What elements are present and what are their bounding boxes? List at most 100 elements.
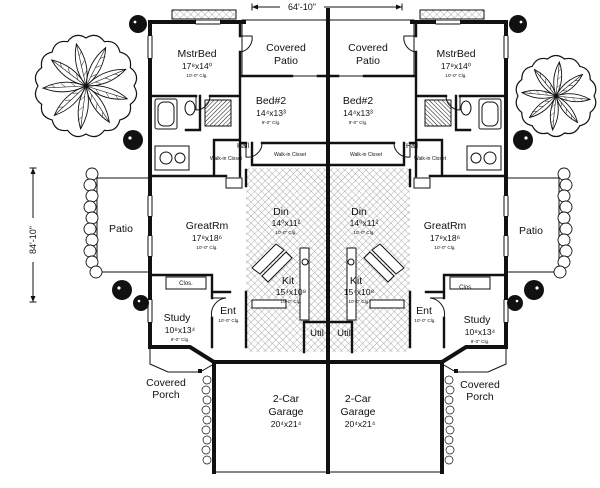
tree-vein xyxy=(78,50,83,57)
tree-vein xyxy=(550,112,555,116)
right-patio-label: Patio xyxy=(519,225,543,237)
tree-vein xyxy=(96,103,98,110)
right-hall-label: Hall xyxy=(406,143,419,150)
right-master-bed-label: MstrBed xyxy=(436,48,475,60)
tree-vein xyxy=(68,67,70,74)
tree-branch xyxy=(76,43,87,87)
right-bed2-size: 14⁴x13³ xyxy=(343,108,373,118)
tree-icon xyxy=(515,54,597,138)
tree-icon xyxy=(34,34,138,138)
tree-branch xyxy=(54,85,87,116)
tree-vein xyxy=(563,96,568,101)
right-dining-ceiling: 10'-0" Clg. xyxy=(353,230,374,235)
tree-branch xyxy=(85,47,106,87)
depth-dimension-label: 84'-10" xyxy=(28,226,38,254)
tree-branch xyxy=(85,85,110,123)
left-garage-size: 20⁴x21⁴ xyxy=(271,419,302,429)
left-master-bed-size: 17⁸x14⁰ xyxy=(182,61,213,71)
tree-vein xyxy=(556,84,561,89)
tree-vein xyxy=(558,68,562,72)
left-bath-closet-label: Walk-in Closet xyxy=(210,156,243,162)
left-covered-porch-label-1: Covered xyxy=(146,377,186,389)
tree-branch xyxy=(555,95,578,123)
right-dining-label: Din xyxy=(351,206,367,218)
right-great-room-size: 17⁸x18⁶ xyxy=(430,233,460,243)
tree-vein xyxy=(76,74,79,80)
left-kitchen-ceiling: 10'-0" Clg. xyxy=(280,299,301,304)
left-study-closet-label: Clos. xyxy=(179,281,193,287)
left-master-bed-label: MstrBed xyxy=(177,48,216,60)
right-great-room-ceiling: 10'-0" Clg. xyxy=(434,245,455,250)
tree-vein xyxy=(557,76,562,80)
left-dining-ceiling: 10'-0" Clg. xyxy=(275,230,296,235)
right-kitchen-label: Kit xyxy=(350,275,362,287)
right-dining-size: 14⁰x11² xyxy=(350,218,379,228)
left-master-bed-ceiling: 10'-0" Clg. xyxy=(186,73,207,78)
tree-vein xyxy=(90,74,97,78)
tree-branch xyxy=(521,92,557,97)
right-study-size: 10⁸x13⁴ xyxy=(465,327,496,337)
left-utility-label: Util xyxy=(310,328,324,339)
tree-vein xyxy=(104,77,111,80)
right-study-label: Study xyxy=(464,314,492,326)
right-garage-label-2: Garage xyxy=(340,406,375,418)
right-master-bed-ceiling: 10'-0" Clg. xyxy=(445,73,466,78)
right-master-bed-size: 17⁸x14⁰ xyxy=(441,61,472,71)
tree-vein xyxy=(90,94,92,101)
right-covered-patio-label-2: Patio xyxy=(356,55,380,67)
tree-vein xyxy=(50,83,56,88)
right-covered-porch-label-1: Covered xyxy=(460,379,500,391)
left-unit-labels: MstrBed 17⁸x14⁰ 10'-0" Clg. Covered Pati… xyxy=(109,42,324,429)
left-bed2-size: 14⁴x13³ xyxy=(256,108,286,118)
right-unit-labels: MstrBed 17⁸x14⁰ 10'-0" Clg. Covered Pati… xyxy=(337,42,543,429)
tree-vein xyxy=(536,90,540,95)
right-study-ceiling: 9'-0" Clg. xyxy=(471,339,490,344)
left-entry-label: Ent xyxy=(220,305,236,317)
left-great-room-size: 17⁸x18⁶ xyxy=(192,233,222,243)
tree-vein xyxy=(77,116,83,121)
tree-branch xyxy=(555,74,583,97)
tree-vein xyxy=(81,60,85,67)
left-garage-label-2: Garage xyxy=(268,406,303,418)
tree-vein xyxy=(114,73,120,76)
tree-vein xyxy=(551,103,556,108)
depth-dimension: 84'-10" xyxy=(26,167,40,303)
right-utility-label: Util xyxy=(337,328,351,339)
tree-vein xyxy=(80,96,85,101)
left-study-label: Study xyxy=(164,312,192,324)
right-bed2-label: Bed#2 xyxy=(343,95,374,107)
tree-vein xyxy=(95,88,100,95)
tree-vein xyxy=(115,94,119,101)
tree-branch xyxy=(555,95,591,100)
right-bath-closet-label: Walk-in Closet xyxy=(414,156,447,162)
left-kitchen-label: Kit xyxy=(282,275,294,287)
right-study-closet-label: Clos. xyxy=(459,285,473,291)
tree-branch xyxy=(534,69,557,97)
right-bed2-ceiling: 9'-0" Clg. xyxy=(349,120,368,125)
left-bed2-label: Bed#2 xyxy=(256,95,287,107)
right-covered-patio-label-1: Covered xyxy=(348,42,388,54)
tree-vein xyxy=(95,65,101,68)
tree-vein xyxy=(572,97,576,102)
right-garage-label-1: 2-Car xyxy=(345,393,372,405)
right-entry-ceiling: 10'-0" Clg. xyxy=(414,318,435,323)
tree-vein xyxy=(70,82,76,87)
left-hall-label: Hall xyxy=(237,143,250,150)
tree-branch xyxy=(552,95,557,131)
left-kitchen-size: 15⁴x10⁸ xyxy=(276,287,307,297)
tree-branch xyxy=(555,61,560,97)
right-entry-label: Ent xyxy=(416,305,432,317)
left-covered-patio-label-1: Covered xyxy=(266,42,306,54)
right-kitchen-ceiling: 10'-0" Clg. xyxy=(348,299,369,304)
tree-vein xyxy=(101,111,103,118)
tree-vein xyxy=(100,56,106,59)
left-dining-size: 14⁰x11² xyxy=(272,218,301,228)
tree-vein xyxy=(528,90,532,94)
left-bed2-closet-label: Walk-in Closet xyxy=(274,152,307,158)
left-covered-patio-label-2: Patio xyxy=(274,55,298,67)
tree-vein xyxy=(60,83,66,88)
right-bed2-closet-label: Walk-in Closet xyxy=(350,152,383,158)
left-patio-label: Patio xyxy=(109,223,133,235)
width-dimension-label: 64'-10" xyxy=(288,2,316,12)
